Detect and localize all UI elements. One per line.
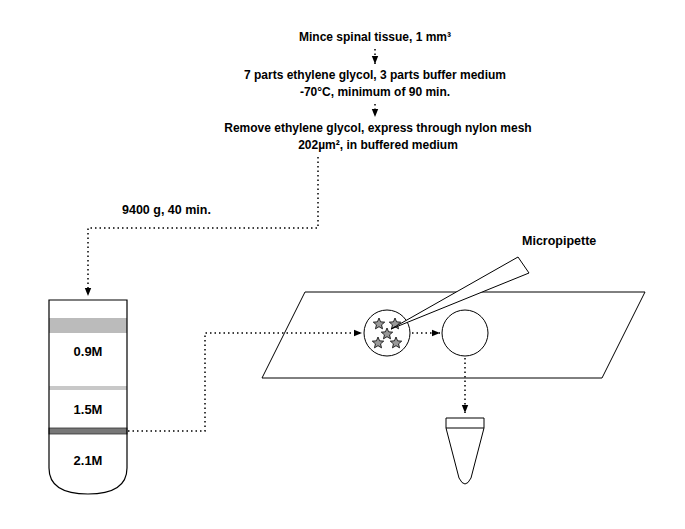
process-step: Mince spinal tissue, 1 mm³ bbox=[296, 29, 454, 46]
step-text: Mince spinal tissue, 1 mm³ bbox=[299, 29, 451, 46]
collection-tube bbox=[446, 418, 484, 484]
transfer-arrow bbox=[464, 358, 466, 413]
cell-star bbox=[390, 337, 401, 348]
part-label: Micropipette bbox=[520, 234, 598, 249]
tube-wall bbox=[49, 300, 127, 494]
cell-band bbox=[49, 428, 127, 434]
microscope-slide bbox=[262, 292, 645, 378]
cell-star bbox=[381, 328, 392, 339]
droplet-circle bbox=[364, 310, 410, 356]
step-text: Remove ethylene glycol, express through … bbox=[213, 120, 543, 154]
dotted-arrow bbox=[374, 49, 376, 64]
layer-label: 0.9M bbox=[48, 344, 128, 359]
step-text: 7 parts ethylene glycol, 3 parts buffer … bbox=[235, 67, 515, 101]
transfer-arrow bbox=[412, 332, 440, 334]
edge-label: 9400 g, 40 min. bbox=[120, 203, 213, 218]
layer-label: 1.5M bbox=[48, 402, 128, 417]
gradient-band bbox=[49, 386, 127, 390]
cell-star bbox=[372, 337, 383, 348]
tube-rim bbox=[446, 428, 484, 429]
gradient-band bbox=[49, 318, 127, 333]
gradient-tube: 0.9M 1.5M 2.1M bbox=[48, 300, 128, 495]
cell-star bbox=[373, 318, 384, 329]
transfer-arrow bbox=[128, 333, 362, 431]
droplet-circle bbox=[442, 310, 488, 356]
dotted-arrow bbox=[374, 104, 376, 117]
layer-label: 2.1M bbox=[48, 453, 128, 468]
dotted-arrow bbox=[88, 157, 318, 296]
micropipette bbox=[391, 257, 529, 329]
process-step: Remove ethylene glycol, express through … bbox=[210, 120, 546, 154]
process-step: 7 parts ethylene glycol, 3 parts buffer … bbox=[232, 67, 518, 101]
